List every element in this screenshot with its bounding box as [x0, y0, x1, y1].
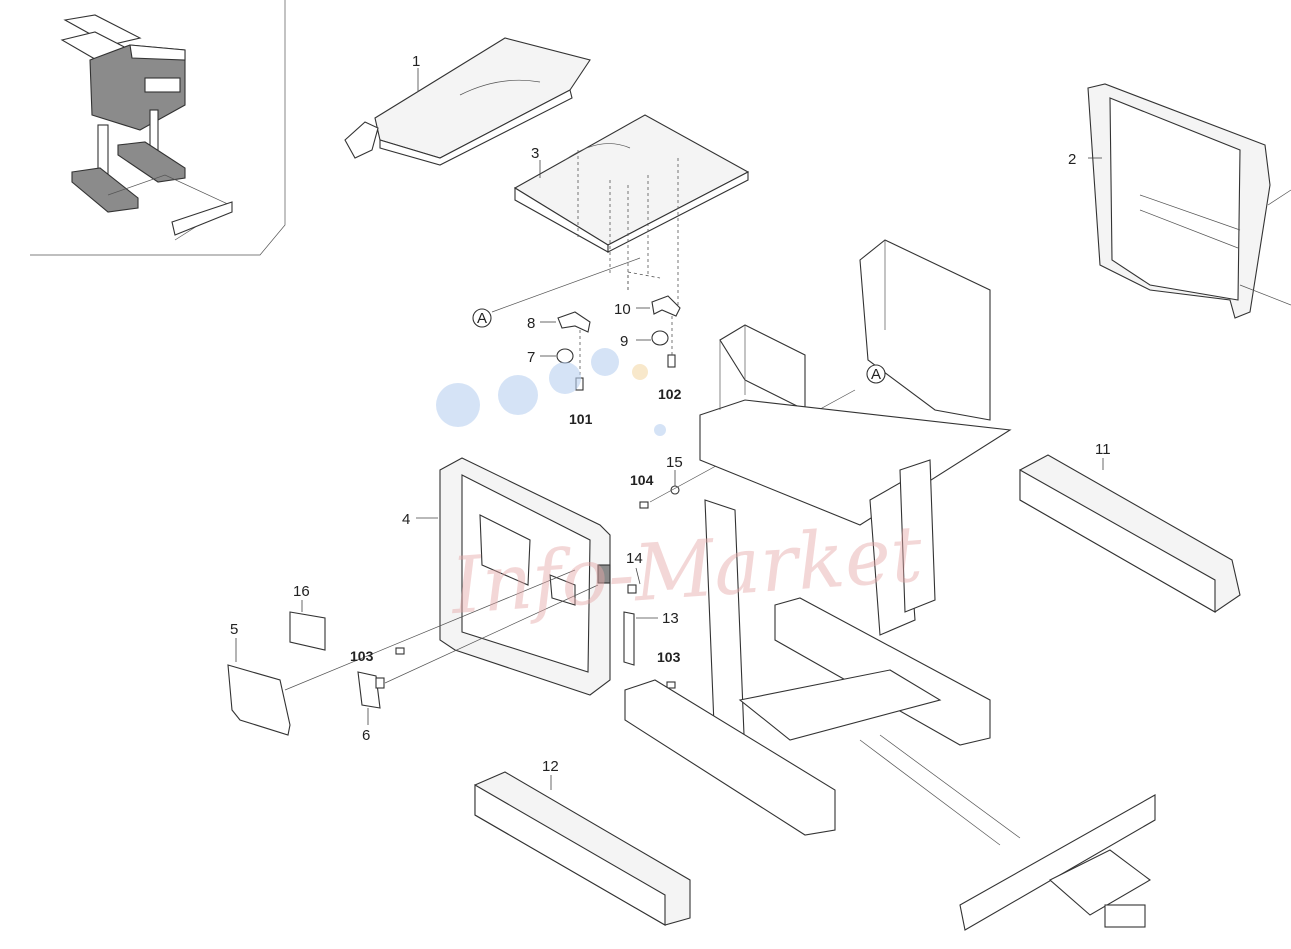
label-part-4: 4 — [402, 511, 410, 528]
label-screw-102: 102 — [658, 386, 682, 402]
label-part-6: 6 — [362, 727, 370, 744]
label-part-11: 11 — [1095, 441, 1111, 458]
label-part-8: 8 — [527, 315, 535, 332]
stand-frame — [624, 239, 1156, 931]
ref-a-circle-1 — [472, 308, 492, 328]
part-1-top-cover — [344, 37, 591, 166]
label-screw-104: 104 — [630, 472, 654, 488]
reference-markers — [472, 308, 886, 384]
label-screw-103-right: 103 — [657, 649, 681, 665]
label-part-15: 15 — [666, 454, 683, 471]
watermark: Info-Market — [436, 348, 926, 632]
watermark-dot — [632, 364, 648, 380]
part-11-cover — [1019, 454, 1241, 613]
label-part-1: 1 — [412, 53, 420, 70]
part-16-label — [289, 600, 326, 651]
label-part-14: 14 — [626, 550, 643, 567]
part-4-front-door — [416, 457, 611, 696]
label-part-12: 12 — [542, 758, 559, 775]
ref-a-circle-2 — [866, 364, 886, 384]
label-part-13: 13 — [662, 610, 679, 627]
part-3-cover-plate — [513, 114, 750, 310]
watermark-dot — [498, 375, 538, 415]
label-screw-103-left: 103 — [350, 648, 374, 664]
callout-labels: 1 2 3 4 5 6 7 8 9 10 11 12 13 14 15 16 1… — [230, 53, 1111, 775]
label-screw-101: 101 — [569, 411, 593, 427]
watermark-dot — [654, 424, 666, 436]
label-part-9: 9 — [620, 333, 628, 350]
label-part-10: 10 — [614, 301, 631, 318]
small-parts — [491, 257, 681, 391]
label-part-5: 5 — [230, 621, 238, 638]
label-part-16: 16 — [293, 583, 310, 600]
inset-overview — [30, 0, 286, 256]
part-5-panel — [227, 569, 576, 736]
part-12-cover — [474, 771, 691, 926]
label-part-3: 3 — [531, 145, 539, 162]
part-2-side-cover — [1087, 83, 1291, 319]
small-front-parts — [395, 389, 856, 689]
label-part-2: 2 — [1068, 151, 1076, 168]
label-part-7: 7 — [527, 349, 535, 366]
watermark-dot — [436, 383, 480, 427]
label-ref-a-2: A — [871, 366, 881, 383]
part-6-latch — [357, 584, 599, 725]
watermark-dot — [549, 362, 581, 394]
label-ref-a-1: A — [477, 310, 487, 327]
watermark-dot — [591, 348, 619, 376]
